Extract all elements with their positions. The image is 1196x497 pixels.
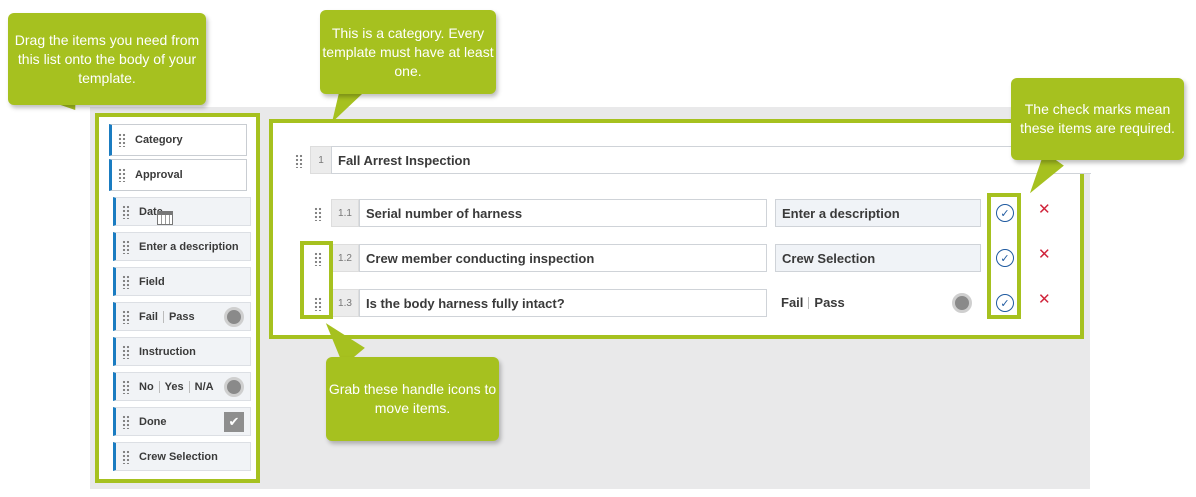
required-checks-highlight <box>987 193 1021 319</box>
drag-handle-icon[interactable] <box>314 207 322 221</box>
palette-item-done[interactable]: Done ✔ <box>113 407 251 436</box>
separator <box>808 296 810 309</box>
drag-handle-icon[interactable] <box>295 154 303 168</box>
item-type-fail-pass: Fail Pass <box>781 295 845 310</box>
palette-item-label: Approval <box>135 169 183 181</box>
palette-item-label: Pass <box>168 310 195 323</box>
item-number: 1.1 <box>331 199 359 227</box>
radio-circle-icon <box>952 293 972 313</box>
palette-item-fail-pass[interactable]: Fail Pass <box>113 302 251 331</box>
drag-handle-icon[interactable] <box>314 252 322 266</box>
palette-item-no-yes-na[interactable]: No Yes N/A <box>113 372 251 401</box>
option-label: Pass <box>814 295 845 310</box>
palette-item-label: Done <box>139 415 167 428</box>
drag-handle-icon[interactable] <box>314 297 322 311</box>
palette-item-label: N/A <box>194 380 214 393</box>
drag-handle-icon[interactable] <box>122 379 130 394</box>
callout-category: This is a category. Every template must … <box>320 10 496 94</box>
drag-handle-icon[interactable] <box>122 309 130 324</box>
palette-item-field[interactable]: Field <box>113 267 251 296</box>
delete-icon[interactable]: ✕ <box>1038 246 1051 263</box>
palette-item-label: Field <box>139 275 165 288</box>
palette-item-label: Instruction <box>139 345 196 358</box>
drag-handle-icon[interactable] <box>118 133 126 147</box>
category-number: 1 <box>310 146 332 174</box>
drag-handle-icon[interactable] <box>122 239 130 254</box>
palette-item-crew-selection[interactable]: Crew Selection <box>113 442 251 471</box>
palette-item-label: Category <box>135 134 183 146</box>
item-type-field[interactable]: Enter a description <box>775 199 981 227</box>
item-type-field[interactable]: Crew Selection <box>775 244 981 272</box>
drag-handle-icon[interactable] <box>118 168 126 182</box>
palette-item-approval[interactable]: Approval <box>109 159 247 191</box>
category-title-field[interactable]: Fall Arrest Inspection <box>331 146 1091 174</box>
drag-handle-icon[interactable] <box>122 274 130 289</box>
palette-item-label: Fail <box>139 310 158 323</box>
drag-handle-icon[interactable] <box>122 204 130 219</box>
palette-item-label: Crew Selection <box>139 450 218 463</box>
palette-item-label: Yes <box>164 380 184 393</box>
palette-item-category[interactable]: Category <box>109 124 247 156</box>
delete-icon[interactable]: ✕ <box>1038 291 1051 308</box>
template-body: 1 Fall Arrest Inspection 1.1 Serial numb… <box>269 119 1091 339</box>
required-check-icon[interactable]: ✓ <box>996 249 1014 267</box>
calendar-icon <box>156 211 173 225</box>
checkbox-icon: ✔ <box>224 411 244 432</box>
radio-circle-icon <box>224 376 244 397</box>
required-check-icon[interactable]: ✓ <box>996 294 1014 312</box>
radio-circle-icon <box>224 306 244 327</box>
drag-handle-icon[interactable] <box>122 344 130 359</box>
palette-item-description[interactable]: Enter a description <box>113 232 251 261</box>
palette-item-label: No <box>139 380 154 393</box>
handles-highlight <box>300 241 333 319</box>
item-title-field[interactable]: Is the body harness fully intact? <box>359 289 767 317</box>
palette-item-label: Enter a description <box>139 240 239 253</box>
item-palette: Category Approval Date Enter a descripti… <box>95 113 260 483</box>
separator <box>158 380 160 393</box>
item-title-field[interactable]: Serial number of harness <box>359 199 767 227</box>
callout-required: The check marks mean these items are req… <box>1011 78 1184 160</box>
drag-handle-icon[interactable] <box>122 449 130 464</box>
drag-handle-icon[interactable] <box>122 414 130 429</box>
item-number: 1.3 <box>331 289 359 317</box>
callout-palette: Drag the items you need from this list o… <box>8 13 206 105</box>
item-title-field[interactable]: Crew member conducting inspection <box>359 244 767 272</box>
separator <box>162 310 164 323</box>
delete-icon[interactable]: ✕ <box>1038 201 1051 218</box>
item-number: 1.2 <box>331 244 359 272</box>
palette-item-instruction[interactable]: Instruction <box>113 337 251 366</box>
palette-item-date[interactable]: Date <box>113 197 251 226</box>
separator <box>188 380 190 393</box>
option-label: Fail <box>781 295 804 310</box>
required-check-icon[interactable]: ✓ <box>996 204 1014 222</box>
callout-handles: Grab these handle icons to move items. <box>326 357 499 441</box>
